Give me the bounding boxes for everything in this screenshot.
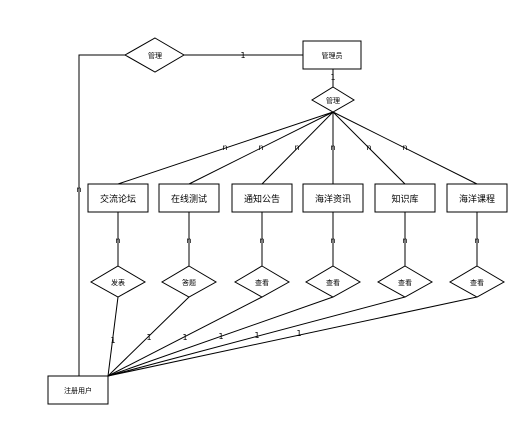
module-entity-label-2: 在线测试 <box>171 193 207 205</box>
module-relation-label-1: 发表 <box>111 278 125 287</box>
module-entity-label-5: 知识库 <box>391 193 418 205</box>
top-relation-label: 管理 <box>148 51 162 60</box>
connectors <box>78 54 478 377</box>
module-entity-label-4: 海洋资讯 <box>315 193 351 205</box>
cardinality-user-1: 1 <box>110 336 115 345</box>
module-relation-label-4: 查看 <box>326 278 340 287</box>
module-relation-label-6: 查看 <box>470 278 484 287</box>
module-relation-5: 查看 <box>376 265 434 298</box>
user-entity: 注册用户 <box>47 375 109 405</box>
admin-entity-label: 管理员 <box>322 51 343 60</box>
cardinality-fan-1: n <box>222 143 227 152</box>
connector-relation-module-1 <box>117 111 334 185</box>
module-entity-5: 知识库 <box>374 183 436 213</box>
module-relation-label-5: 查看 <box>398 278 412 287</box>
cardinality-labels: 1 n 1 n n n n n n n n n n n n 1 1 1 1 1 … <box>76 51 479 345</box>
connector-top-relation-user <box>78 54 125 376</box>
admin-relation: 管理 <box>311 86 355 113</box>
connector-relation-3-user <box>107 296 263 377</box>
cardinality-fan-3: n <box>294 143 299 152</box>
cardinality-user-5: 1 <box>254 331 259 340</box>
connector-relation-module-5 <box>332 111 406 185</box>
cardinality-fan-6: n <box>402 143 407 152</box>
cardinality-module-2: n <box>186 236 191 245</box>
cardinality-fan-5: n <box>366 143 371 152</box>
module-relation-1: 发表 <box>89 265 147 298</box>
connector-relation-module-6 <box>332 111 478 185</box>
admin-entity: 管理员 <box>302 40 362 70</box>
module-entity-label-3: 通知公告 <box>244 193 280 205</box>
cardinality-user-6: 1 <box>296 329 301 338</box>
cardinality-module-5: n <box>402 236 407 245</box>
cardinality-top-admin: 1 <box>240 51 245 60</box>
module-entity-2: 在线测试 <box>158 183 220 213</box>
connector-relation-2-user <box>107 296 190 377</box>
module-entity-3: 通知公告 <box>231 183 293 213</box>
cardinality-module-1: n <box>115 236 120 245</box>
cardinality-module-6: n <box>474 236 479 245</box>
cardinality-module-3: n <box>259 236 264 245</box>
module-relation-3: 查看 <box>233 265 291 298</box>
cardinality-module-4: n <box>330 236 335 245</box>
module-relation-4: 查看 <box>304 265 362 298</box>
cardinality-admin-relation: 1 <box>330 73 335 82</box>
cardinality-top-user: n <box>76 185 81 194</box>
admin-relation-label: 管理 <box>326 96 340 105</box>
module-entity-6: 海洋课程 <box>446 183 508 213</box>
module-relation-6: 查看 <box>448 265 506 298</box>
cardinality-fan-2: n <box>258 143 263 152</box>
module-entity-label-6: 海洋课程 <box>459 193 495 205</box>
connector-relation-4-user <box>107 296 334 377</box>
module-relation-label-2: 答题 <box>182 278 196 287</box>
connector-relation-module-3 <box>261 111 334 185</box>
module-relation-2: 答题 <box>160 265 218 298</box>
connector-relation-module-2 <box>188 111 334 185</box>
cardinality-fan-4: n <box>330 143 335 152</box>
module-entity-4: 海洋资讯 <box>302 183 364 213</box>
module-entity-1: 交流论坛 <box>87 183 149 213</box>
module-relation-label-3: 查看 <box>255 278 269 287</box>
connector-relation-1-user <box>107 296 119 377</box>
connector-relation-6-user <box>107 296 478 377</box>
top-relation: 管理 <box>123 37 185 73</box>
cardinality-user-2: 1 <box>146 333 151 342</box>
module-entity-label-1: 交流论坛 <box>100 193 136 205</box>
cardinality-user-4: 1 <box>218 332 223 341</box>
user-entity-label: 注册用户 <box>64 386 92 395</box>
connector-relation-5-user <box>107 296 406 377</box>
cardinality-user-3: 1 <box>182 333 187 342</box>
